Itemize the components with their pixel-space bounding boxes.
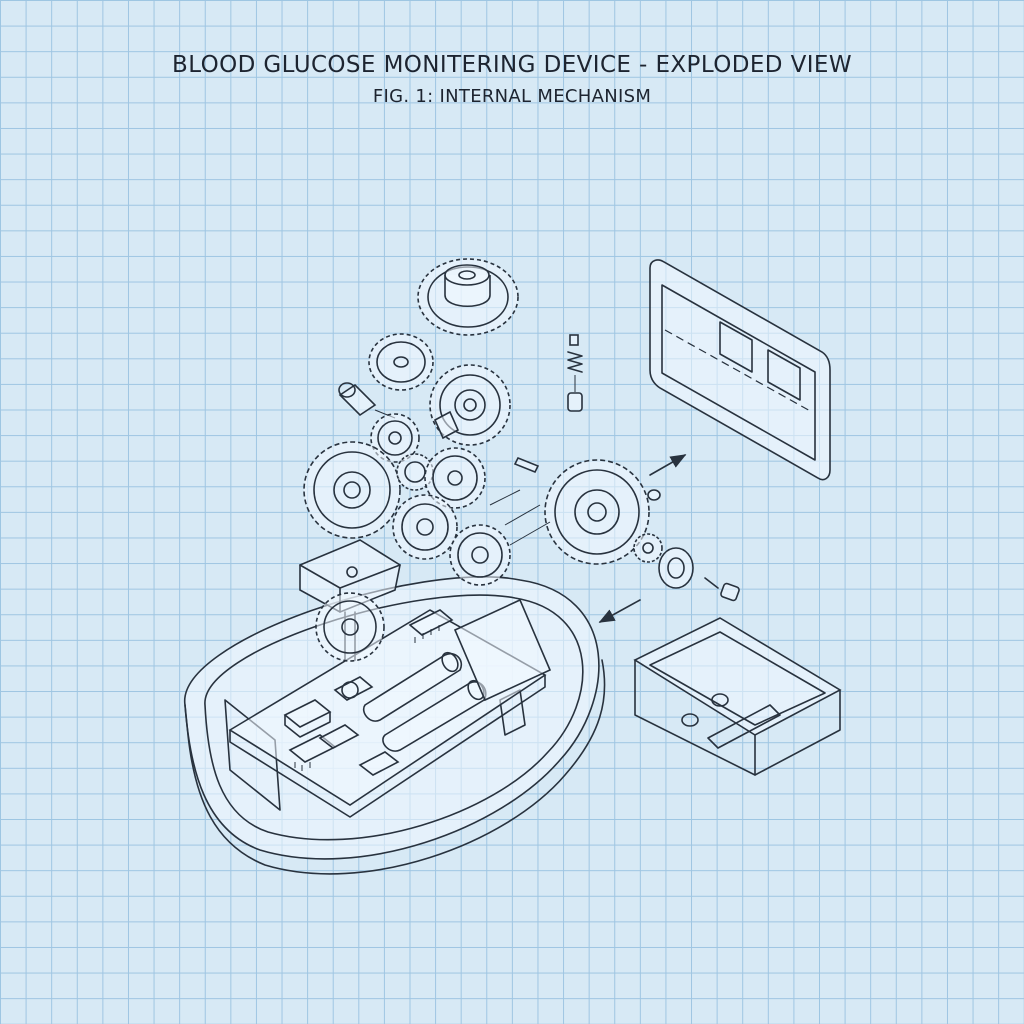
ic-chip-small-3 (333, 676, 374, 701)
battery-contact-plate (453, 598, 552, 702)
small-spring-part (704, 577, 740, 602)
small-gear-2 (370, 413, 420, 463)
assembly-guide-lines (489, 489, 551, 546)
spindle-gear (315, 592, 385, 662)
ic-chip-large (283, 699, 332, 738)
side-shaft-coupler (433, 410, 460, 440)
pin-small (513, 456, 540, 474)
diagram-title: BLOOD GLUCOSE MONITERING DEVICE - EXPLOD… (172, 52, 852, 78)
medium-gear-3 (392, 494, 458, 560)
figure-caption: FIG. 1: INTERNAL MECHANISM (372, 86, 652, 107)
title-block: BLOOD GLUCOSE MONITERING DEVICE - EXPLOD… (0, 52, 1024, 107)
battery-cell-1 (362, 651, 463, 722)
roller-shaft (338, 382, 396, 419)
top-gear (417, 258, 519, 336)
assembly-arrow-2 (598, 599, 641, 623)
drive-gear (544, 459, 650, 565)
medium-gear-4 (449, 524, 511, 586)
capacitor-component (358, 751, 400, 776)
tiny-gear (633, 533, 663, 563)
large-gear (303, 441, 401, 539)
ic-chip-small-2 (318, 724, 360, 749)
small-gear-1 (368, 333, 434, 391)
medium-gear-2 (424, 447, 486, 509)
assembly-arrow-1 (649, 454, 687, 476)
bottom-cover (633, 617, 842, 776)
ic-chip-small-4 (408, 609, 454, 643)
spring-assembly (567, 334, 583, 412)
display-screen (649, 259, 831, 481)
button-nub (647, 489, 661, 501)
washer (658, 547, 694, 589)
